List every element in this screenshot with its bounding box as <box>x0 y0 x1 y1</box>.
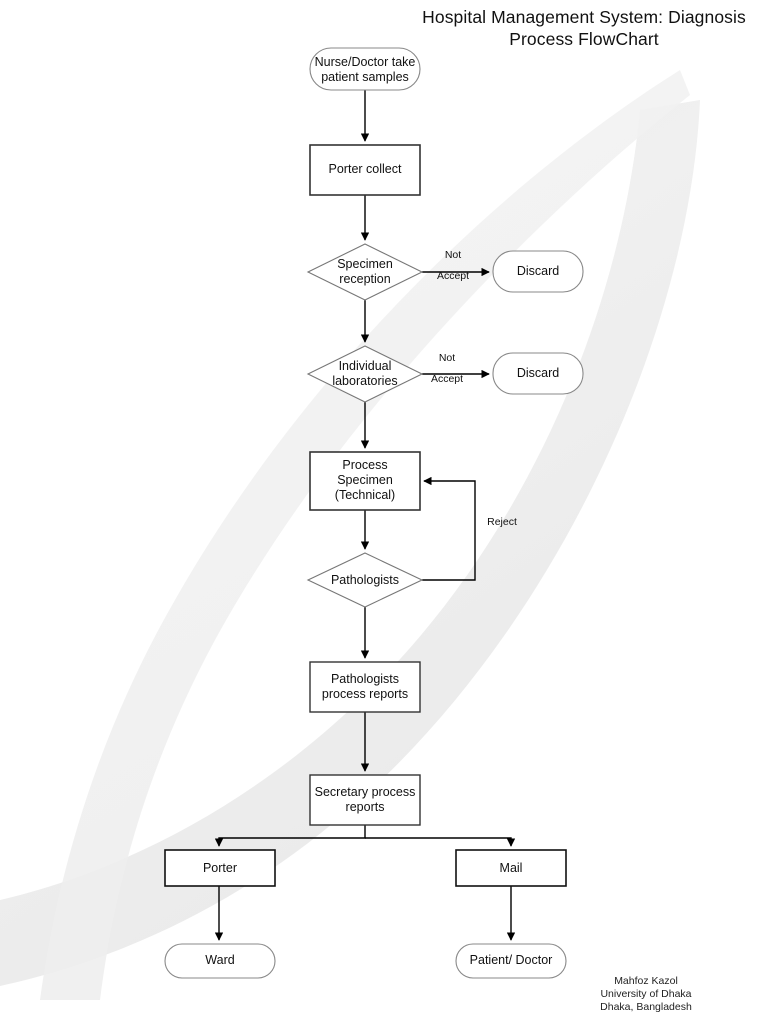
node-porter[interactable] <box>165 850 275 886</box>
node-shape-start <box>309 47 421 91</box>
node-shape-mail <box>455 849 567 887</box>
node-shape-discard-1 <box>492 250 584 293</box>
author-name: Mahfoz Kazol <box>614 975 678 987</box>
node-shape-porter <box>164 849 276 887</box>
node-shape-pathologists <box>306 552 424 608</box>
node-shape-pathologists-process-reports <box>309 661 421 713</box>
node-mail[interactable] <box>456 850 566 886</box>
author-credit: Mahfoz Kazol University of Dhaka Dhaka, … <box>566 975 726 1014</box>
node-shape-secretary-process-reports <box>309 774 421 826</box>
node-process-specimen[interactable] <box>310 452 420 510</box>
node-start[interactable] <box>310 48 420 90</box>
node-secretary-process-reports[interactable] <box>310 775 420 825</box>
node-specimen-reception[interactable] <box>308 244 422 300</box>
chart-title: Hospital Management System: Diagnosis Pr… <box>400 6 768 50</box>
chart-title-line-2: Process FlowChart <box>509 29 659 49</box>
node-patient-doctor[interactable] <box>456 944 566 978</box>
node-shape-individual-laboratories <box>306 345 424 403</box>
node-individual-laboratories[interactable] <box>308 346 422 402</box>
node-shape-specimen-reception <box>306 243 424 301</box>
node-shape-porter-collect <box>309 144 421 196</box>
node-shape-ward <box>164 943 276 979</box>
edge-pathologists-reject-to-process <box>422 476 476 581</box>
edge-secretary-to-mail <box>365 837 516 847</box>
node-shape-discard-2 <box>492 352 584 395</box>
edge-secretary-to-porter <box>214 825 366 847</box>
node-discard-2[interactable] <box>493 353 583 394</box>
chart-title-line-1: Hospital Management System: Diagnosis <box>422 7 746 27</box>
node-shape-patient-doctor <box>455 943 567 979</box>
node-porter-collect[interactable] <box>310 145 420 195</box>
node-discard-1[interactable] <box>493 251 583 292</box>
node-pathologists[interactable] <box>308 553 422 607</box>
node-shape-process-specimen <box>309 451 421 511</box>
node-pathologists-process-reports[interactable] <box>310 662 420 712</box>
node-ward[interactable] <box>165 944 275 978</box>
author-institution: University of Dhaka <box>600 988 692 1000</box>
author-location: Dhaka, Bangladesh <box>600 1001 692 1013</box>
